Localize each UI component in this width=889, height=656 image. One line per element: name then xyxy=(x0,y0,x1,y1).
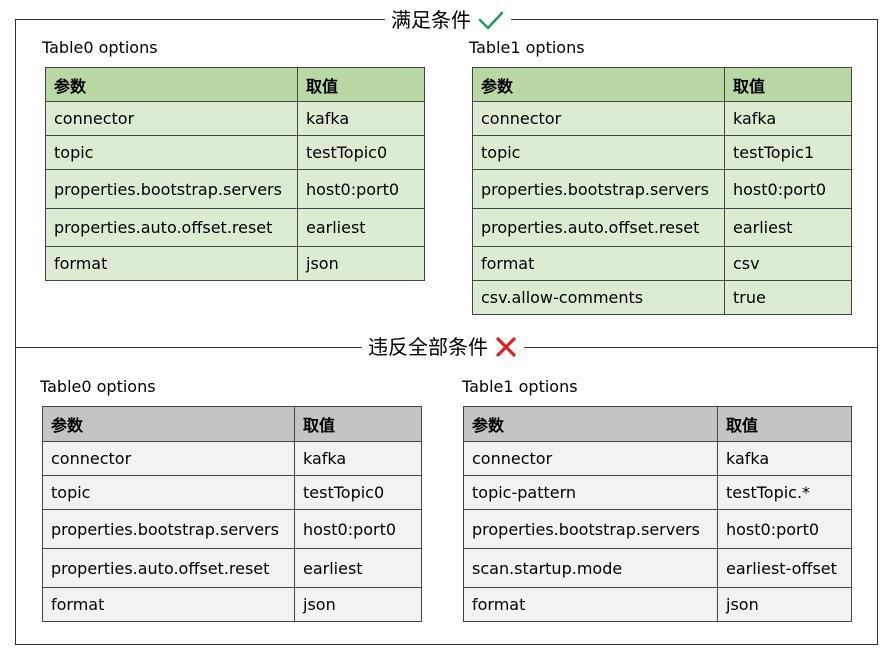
header-cell: 参数 xyxy=(463,406,718,442)
table-header-row: 参数 取值 xyxy=(463,406,852,442)
table-row: format json xyxy=(463,587,852,622)
value-cell: testTopic1 xyxy=(724,135,852,170)
value-cell: kafka xyxy=(724,101,852,136)
value-cell: json xyxy=(717,587,852,622)
value-cell: json xyxy=(297,246,425,281)
table-row: topic testTopic1 xyxy=(472,135,852,170)
param-cell: properties.auto.offset.reset xyxy=(45,208,298,247)
table-row: properties.auto.offset.reset earliest xyxy=(42,548,422,588)
table-row: connector kafka xyxy=(45,101,425,136)
header-cell: 取值 xyxy=(717,406,852,442)
table-header-row: 参数 取值 xyxy=(42,406,422,442)
cross-icon xyxy=(496,337,516,357)
options-table: 参数 取值 connector kafka topic-pattern test… xyxy=(463,406,852,622)
table-row: scan.startup.mode earliest-offset xyxy=(463,548,852,588)
table-row: topic-pattern testTopic.* xyxy=(463,475,852,510)
table-row: csv.allow-comments true xyxy=(472,280,852,315)
value-cell: earliest xyxy=(724,208,852,247)
value-cell: kafka xyxy=(297,101,425,136)
options-table: 参数 取值 connector kafka topic testTopic0 p… xyxy=(45,67,425,281)
table-row: format json xyxy=(45,246,425,281)
value-cell: earliest xyxy=(297,208,425,247)
violate-title: 违反全部条件 xyxy=(368,335,488,359)
header-cell: 取值 xyxy=(297,67,425,102)
violate-heading: 违反全部条件 xyxy=(362,334,524,360)
satisfy-title: 满足条件 xyxy=(391,8,471,32)
table-label: Table1 options xyxy=(469,38,585,57)
value-cell: earliest xyxy=(294,548,422,588)
table-row: topic testTopic0 xyxy=(42,475,422,510)
param-cell: properties.bootstrap.servers xyxy=(463,509,718,549)
param-cell: properties.auto.offset.reset xyxy=(472,208,725,247)
value-cell: true xyxy=(724,280,852,315)
param-cell: format xyxy=(42,587,295,622)
table-row: properties.auto.offset.reset earliest xyxy=(472,208,852,247)
param-cell: connector xyxy=(45,101,298,136)
param-cell: connector xyxy=(463,441,718,476)
table-label: Table1 options xyxy=(462,377,578,396)
table-row: format csv xyxy=(472,246,852,281)
header-cell: 参数 xyxy=(45,67,298,102)
param-cell: topic-pattern xyxy=(463,475,718,510)
header-cell: 取值 xyxy=(724,67,852,102)
param-cell: csv.allow-comments xyxy=(472,280,725,315)
check-icon xyxy=(478,11,504,30)
param-cell: topic xyxy=(45,135,298,170)
value-cell: host0:port0 xyxy=(724,169,852,209)
table-row: properties.bootstrap.servers host0:port0 xyxy=(472,169,852,209)
value-cell: testTopic0 xyxy=(294,475,422,510)
param-cell: format xyxy=(463,587,718,622)
header-cell: 参数 xyxy=(42,406,295,442)
table-row: topic testTopic0 xyxy=(45,135,425,170)
table-label: Table0 options xyxy=(42,38,158,57)
value-cell: testTopic0 xyxy=(297,135,425,170)
param-cell: properties.bootstrap.servers xyxy=(45,169,298,209)
value-cell: host0:port0 xyxy=(297,169,425,209)
options-table: 参数 取值 connector kafka topic testTopic0 p… xyxy=(42,406,422,622)
table-row: properties.bootstrap.servers host0:port0 xyxy=(42,509,422,549)
param-cell: connector xyxy=(42,441,295,476)
table-header-row: 参数 取值 xyxy=(45,67,425,102)
table-header-row: 参数 取值 xyxy=(472,67,852,102)
table-row: connector kafka xyxy=(42,441,422,476)
table-row: properties.bootstrap.servers host0:port0 xyxy=(463,509,852,549)
param-cell: properties.auto.offset.reset xyxy=(42,548,295,588)
header-cell: 取值 xyxy=(294,406,422,442)
param-cell: topic xyxy=(42,475,295,510)
table-row: properties.auto.offset.reset earliest xyxy=(45,208,425,247)
param-cell: properties.bootstrap.servers xyxy=(472,169,725,209)
param-cell: scan.startup.mode xyxy=(463,548,718,588)
satisfy-heading: 满足条件 xyxy=(385,7,511,33)
table-row: connector kafka xyxy=(472,101,852,136)
table-label: Table0 options xyxy=(40,377,156,396)
value-cell: testTopic.* xyxy=(717,475,852,510)
table-row: connector kafka xyxy=(463,441,852,476)
value-cell: earliest-offset xyxy=(717,548,852,588)
param-cell: format xyxy=(45,246,298,281)
table-row: properties.bootstrap.servers host0:port0 xyxy=(45,169,425,209)
value-cell: kafka xyxy=(717,441,852,476)
param-cell: format xyxy=(472,246,725,281)
header-cell: 参数 xyxy=(472,67,725,102)
param-cell: connector xyxy=(472,101,725,136)
options-table: 参数 取值 connector kafka topic testTopic1 p… xyxy=(472,67,852,315)
param-cell: topic xyxy=(472,135,725,170)
value-cell: kafka xyxy=(294,441,422,476)
value-cell: json xyxy=(294,587,422,622)
value-cell: csv xyxy=(724,246,852,281)
param-cell: properties.bootstrap.servers xyxy=(42,509,295,549)
table-row: format json xyxy=(42,587,422,622)
value-cell: host0:port0 xyxy=(717,509,852,549)
value-cell: host0:port0 xyxy=(294,509,422,549)
